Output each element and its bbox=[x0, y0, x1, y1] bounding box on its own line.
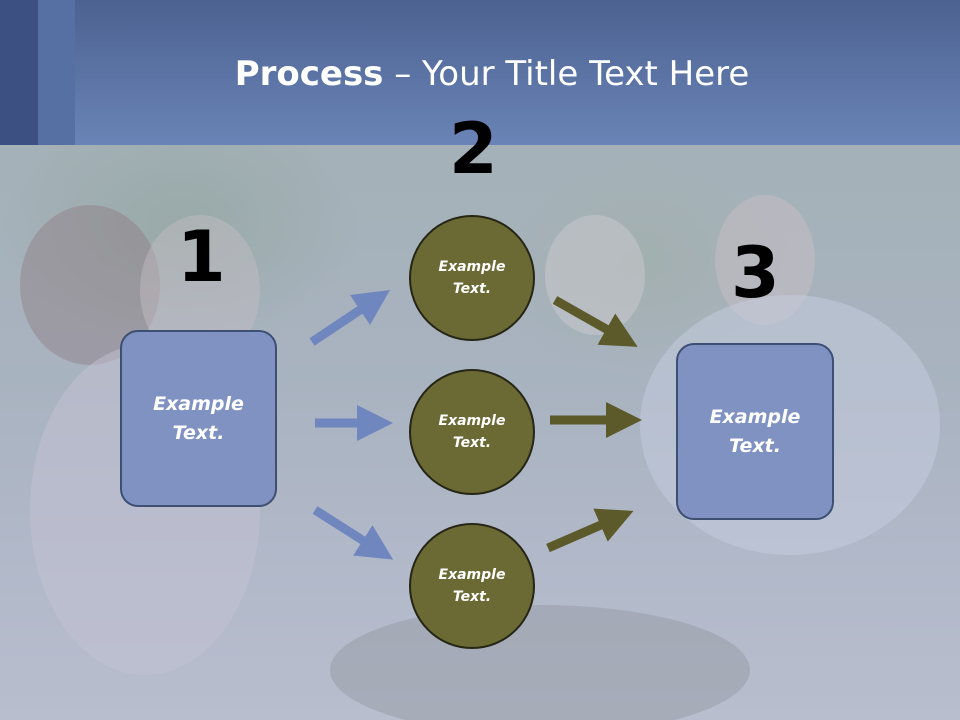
step-2-circle-bottom[interactable]: Example Text. bbox=[409, 523, 535, 649]
step-3-box-line1: Example bbox=[709, 406, 801, 428]
step-number-2: 2 bbox=[449, 108, 498, 190]
step-1-box[interactable]: Example Text. bbox=[120, 330, 277, 507]
circle-middle-line1: Example bbox=[438, 412, 506, 429]
circle-bottom-line1: Example bbox=[438, 566, 506, 583]
title-banner bbox=[0, 0, 960, 145]
circle-bottom-line2: Text. bbox=[452, 589, 492, 605]
arrow-1-to-top bbox=[309, 290, 390, 346]
circle-top-line2: Text. bbox=[452, 281, 492, 297]
arrow-top-to-3 bbox=[552, 296, 638, 347]
step-number-3: 3 bbox=[731, 232, 780, 314]
arrow-1-to-bottom bbox=[312, 506, 394, 560]
circle-top-line1: Example bbox=[438, 258, 506, 275]
slide-title-rest: – Your Title Text Here bbox=[383, 54, 750, 94]
step-number-1: 1 bbox=[177, 216, 226, 298]
step-2-circle-middle[interactable]: Example Text. bbox=[409, 369, 535, 495]
step-1-box-line2: Text. bbox=[172, 421, 225, 444]
step-3-box-line2: Text. bbox=[729, 434, 781, 457]
step-2-circle-top[interactable]: Example Text. bbox=[409, 215, 535, 341]
slide-title-bold: Process bbox=[234, 54, 384, 94]
banner-accent-mid bbox=[38, 0, 75, 145]
step-3-box[interactable]: Example Text. bbox=[676, 343, 834, 520]
circle-middle-line2: Text. bbox=[452, 435, 492, 451]
banner-accent-dark bbox=[0, 0, 38, 145]
slide-title[interactable]: Process – Your Title Text Here bbox=[0, 54, 960, 94]
arrow-bottom-to-3 bbox=[546, 508, 634, 553]
step-1-box-line1: Example bbox=[153, 393, 244, 415]
